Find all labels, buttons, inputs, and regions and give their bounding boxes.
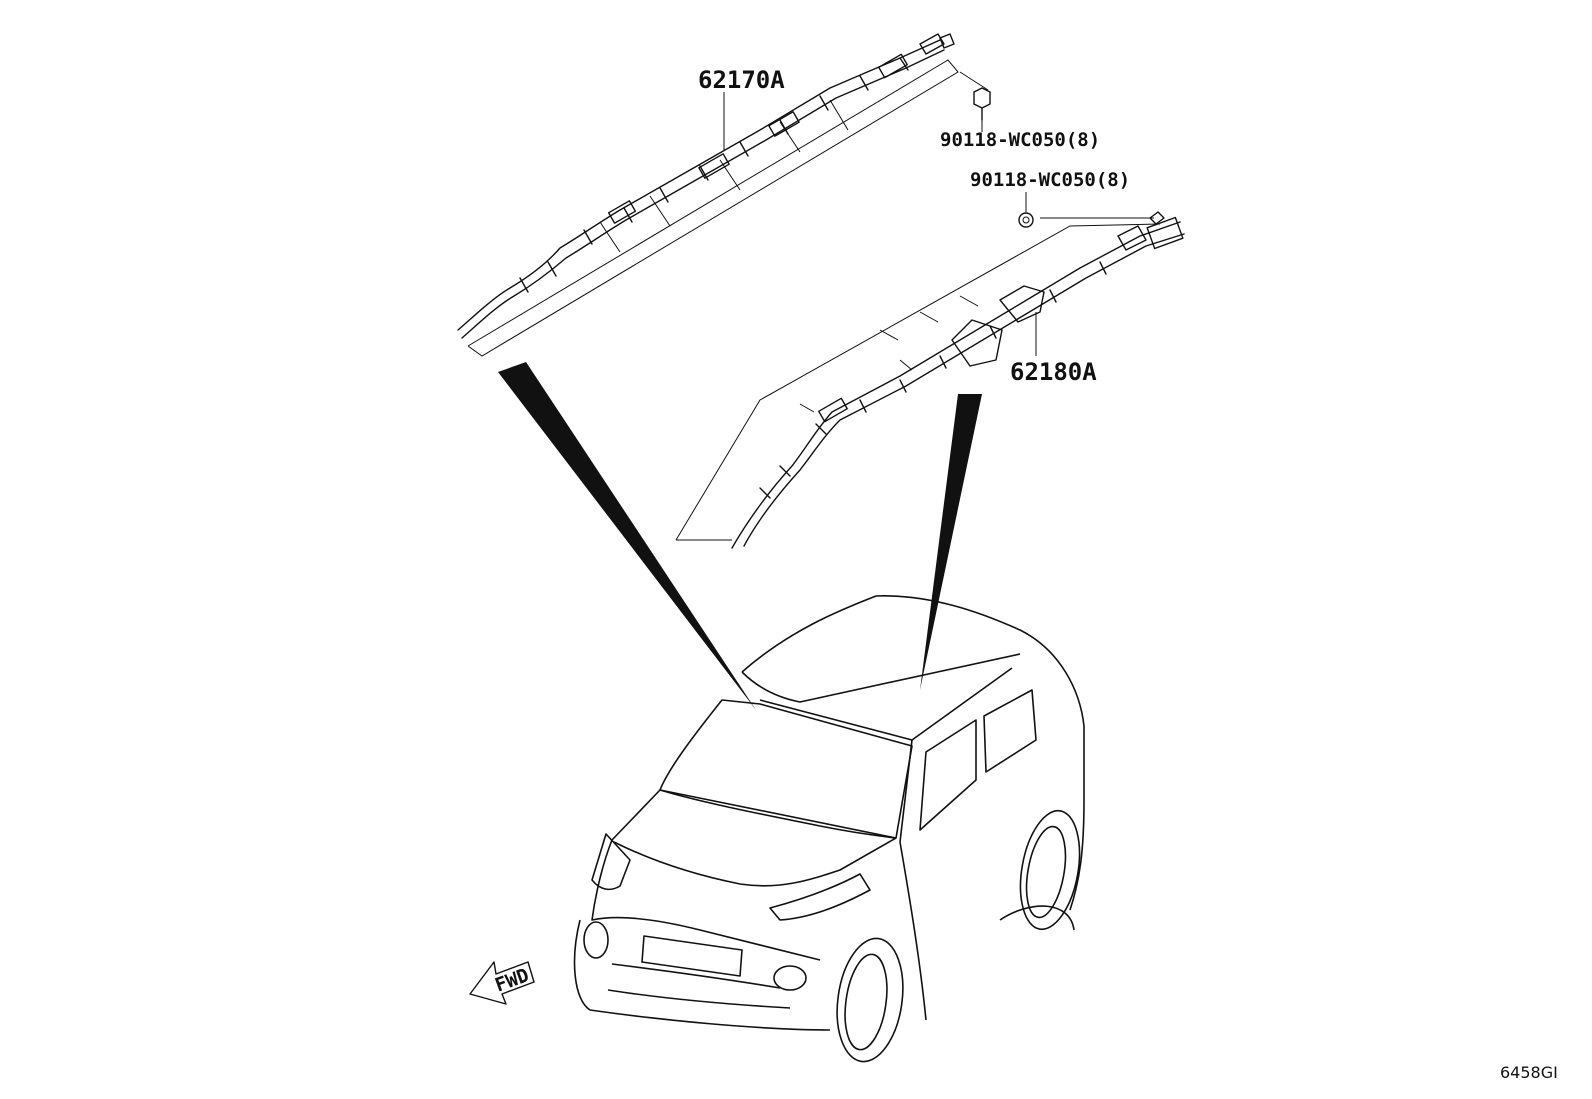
- bolt-upper[interactable]: 90118-WC050(8): [940, 71, 1100, 151]
- curtain-airbag-62170A[interactable]: 62170A: [457, 33, 959, 357]
- bolt-lower[interactable]: 90118-WC050(8): [970, 169, 1154, 228]
- fwd-label: FWD: [492, 964, 532, 996]
- illustration-code: 6458GI: [1500, 1063, 1558, 1082]
- part-label-62170A: 62170A: [698, 66, 785, 94]
- fwd-direction-arrow: FWD: [469, 961, 535, 1005]
- curtain-airbag-62180A[interactable]: 62180A: [675, 211, 1185, 549]
- vehicle-illustration: [573, 595, 1085, 1063]
- part-label-62180A: 62180A: [1010, 358, 1097, 386]
- part-label-bolt-upper: 90118-WC050(8): [940, 129, 1100, 151]
- pointer-wedge-left: [498, 362, 756, 710]
- pointer-wedge-right: [920, 394, 982, 690]
- part-label-bolt-lower: 90118-WC050(8): [970, 169, 1130, 191]
